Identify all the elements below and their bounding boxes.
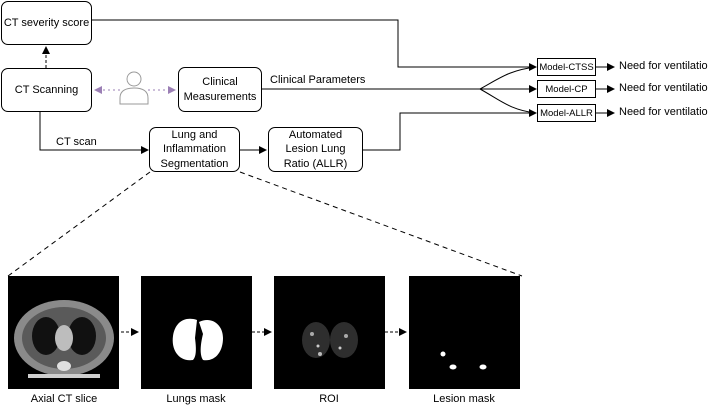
branch-curve-bottom [479, 88, 537, 114]
clinical-measurements-box: Clinical Measurements [178, 67, 262, 112]
ct-scanning-label: CT Scanning [14, 83, 79, 96]
output-allr: Need for ventilation [619, 106, 708, 118]
caption-lesion-mask: Lesion mask [433, 393, 495, 405]
caption-lungs-mask: Lungs mask [166, 393, 226, 405]
roi-image [274, 276, 385, 389]
model-allr-box: Model-ALLR [537, 104, 596, 122]
clinical-measurements-label: Clinical Measurements [183, 76, 257, 103]
clinical-parameters-label: Clinical Parameters [270, 74, 366, 86]
lungs-mask-graphic [172, 318, 223, 361]
caption-roi: ROI [319, 393, 339, 405]
severity-to-ctss-line [92, 19, 537, 71]
zoom-line-right [239, 171, 523, 277]
scan-to-segmentation-line [39, 112, 149, 154]
lungs-mask-image [141, 276, 252, 389]
lung-segmentation-label: Lung and Inflammation Segmentation [160, 129, 229, 170]
output-ctss: Need for ventilation [619, 60, 708, 72]
caption-axial-ct: Axial CT slice [30, 393, 98, 405]
model-cp-box: Model-CP [537, 80, 596, 98]
ct-scanning-box: CT Scanning [1, 68, 92, 112]
person-icon [119, 71, 149, 105]
output-cp: Need for ventilation [619, 82, 708, 94]
lesion-mask-image [409, 276, 520, 389]
ct-severity-score-box: CT severity score [1, 1, 92, 45]
zoom-line-left [7, 171, 151, 277]
ct-scan-label: CT scan [56, 136, 97, 148]
branch-curve-top [479, 66, 537, 90]
allr-label: Automated Lesion Lung Ratio (ALLR) [283, 129, 348, 170]
axial-ct-slice-image [8, 276, 119, 389]
lesion-mask-graphic [440, 351, 487, 370]
model-ctss-box: Model-CTSS [537, 58, 596, 76]
lung-segmentation-box: Lung and Inflammation Segmentation [149, 127, 240, 172]
roi-graphic [302, 322, 358, 358]
ct-slice-graphic [14, 300, 114, 378]
ct-severity-score-label: CT severity score [3, 16, 90, 29]
allr-box: Automated Lesion Lung Ratio (ALLR) [268, 127, 363, 172]
allr-to-model-allr-line [363, 109, 537, 151]
